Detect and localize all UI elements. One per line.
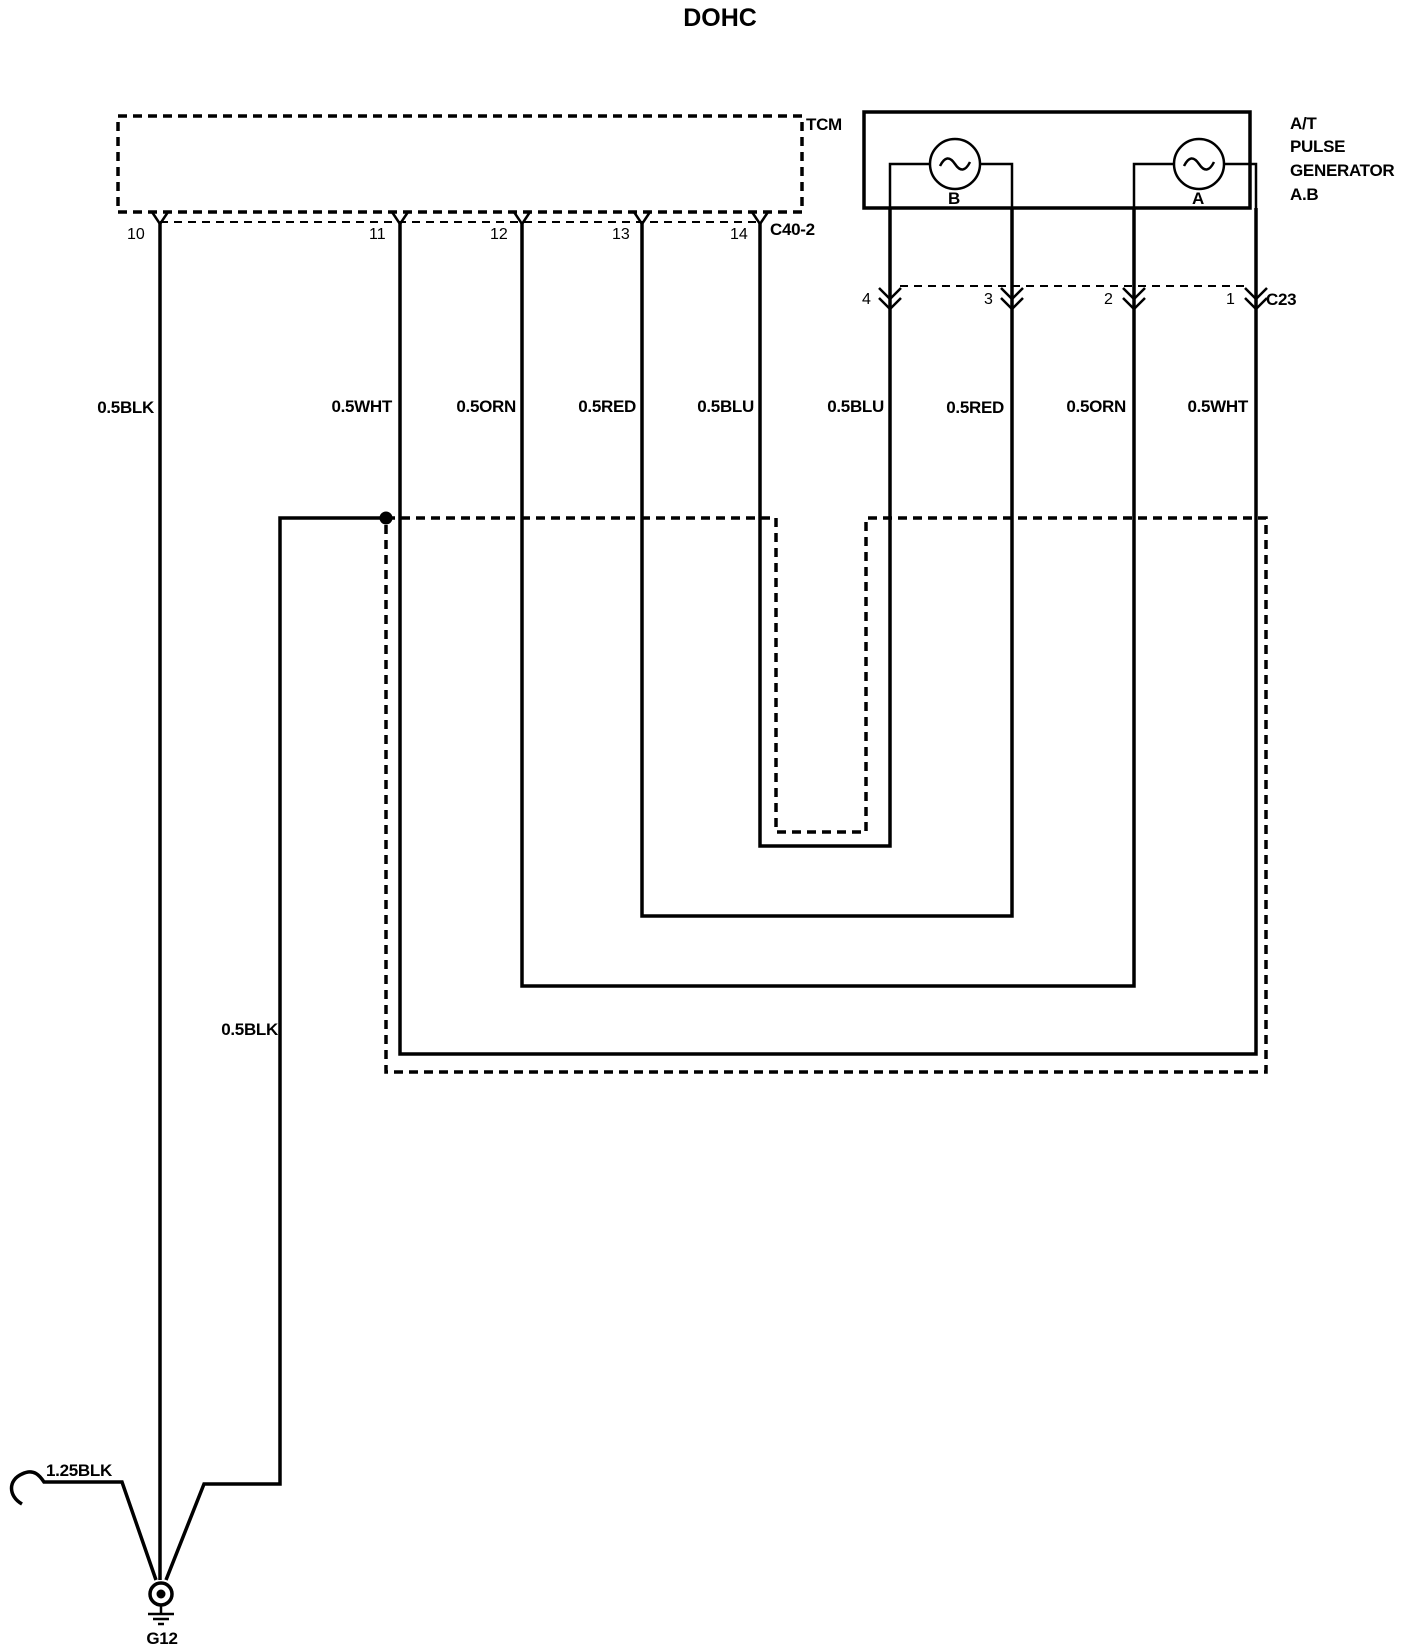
tcm-pin-11: 11: [369, 211, 410, 243]
c23-connector-label: C23: [1266, 290, 1296, 309]
wire-label-11: 0.5WHT: [331, 397, 392, 416]
pulse-generator-label-line-4: A.B: [1290, 185, 1318, 204]
wire-label-12: 0.5ORN: [456, 397, 516, 416]
wire-label-13: 0.5RED: [578, 397, 636, 416]
wire-white-pair: [398, 208, 1258, 1056]
pulse-generator-label-line-1: A/T: [1290, 114, 1317, 133]
tcm-pin-13: 13: [612, 211, 652, 243]
c23-pin-3-label: 3: [984, 291, 993, 308]
tcm-module: TCM C40-2: [116, 114, 842, 239]
wire-red-pair: [640, 208, 1014, 918]
wire-label-shield-drain: 0.5BLK: [221, 1020, 279, 1039]
sensor-a-label: A: [1192, 189, 1204, 208]
c40-2-connector-label: C40-2: [770, 220, 815, 239]
tcm-pin-13-label: 13: [612, 226, 630, 243]
c23-pin-4-label: 4: [862, 291, 871, 308]
ground-g12: G12: [146, 1581, 178, 1648]
c23-pin-1: 1: [1226, 287, 1268, 311]
sensor-a: A: [1132, 137, 1258, 208]
tcm-label: TCM: [806, 115, 842, 134]
ground-label: G12: [146, 1629, 177, 1648]
wire-orange-pair: [520, 208, 1136, 988]
sensor-b: B: [888, 137, 1014, 208]
wire-labels: 0.5BLK 0.5WHT 0.5ORN 0.5RED 0.5BLU 0.5BL…: [46, 397, 1249, 1480]
wire-blue-pair: [758, 208, 892, 848]
c23-pin-1-label: 1: [1226, 291, 1235, 308]
wires: [9, 208, 1258, 1581]
shield-outline: [384, 516, 1268, 1074]
tcm-pin-14-label: 14: [730, 226, 748, 243]
pulse-generator-outline: [862, 110, 1252, 210]
wire-shield-drain: [164, 516, 386, 1581]
c23-pin-3: 3: [984, 287, 1024, 311]
sensor-b-coil-icon: [928, 137, 982, 191]
tcm-pin-10-label: 10: [127, 226, 145, 243]
tcm-pin-11-label: 11: [369, 226, 386, 243]
c23-pin-2-label: 2: [1104, 291, 1113, 308]
wire-label-c23-3: 0.5RED: [946, 398, 1004, 417]
tcm-outline: [116, 114, 804, 214]
sensor-a-wave-icon: [1182, 157, 1216, 171]
c23-connector: C23 4 3 2 1: [862, 285, 1297, 311]
pulse-generator: A/T PULSE GENERATOR A.B B A: [862, 110, 1395, 210]
wire-label-10: 0.5BLK: [97, 398, 155, 417]
wire-label-c23-4: 0.5BLU: [827, 397, 884, 416]
tcm-pin-12-label: 12: [490, 226, 508, 243]
tcm-pin-12: 12: [490, 211, 532, 243]
wire-label-external: 1.25BLK: [46, 1461, 113, 1480]
diagram-title: DOHC: [683, 4, 757, 32]
wire-external-ground: [9, 1470, 158, 1581]
sensor-a-coil-icon: [1172, 137, 1226, 191]
tcm-pin-10: 10: [127, 211, 170, 243]
wire-label-c23-2: 0.5ORN: [1066, 397, 1126, 416]
sensor-b-label: B: [948, 189, 960, 208]
pulse-generator-label-line-2: PULSE: [1290, 137, 1345, 156]
pulse-generator-label-line-3: GENERATOR: [1290, 161, 1394, 180]
sensor-b-wave-icon: [938, 157, 972, 171]
tcm-pin-14: 14: [730, 211, 770, 243]
tcm-pins: 10 11 12 13 14: [127, 211, 770, 243]
wire-label-c23-1: 0.5WHT: [1187, 397, 1248, 416]
wire-label-14: 0.5BLU: [697, 397, 754, 416]
c23-pin-2: 2: [1104, 287, 1146, 311]
c23-pin-4: 4: [862, 287, 902, 311]
